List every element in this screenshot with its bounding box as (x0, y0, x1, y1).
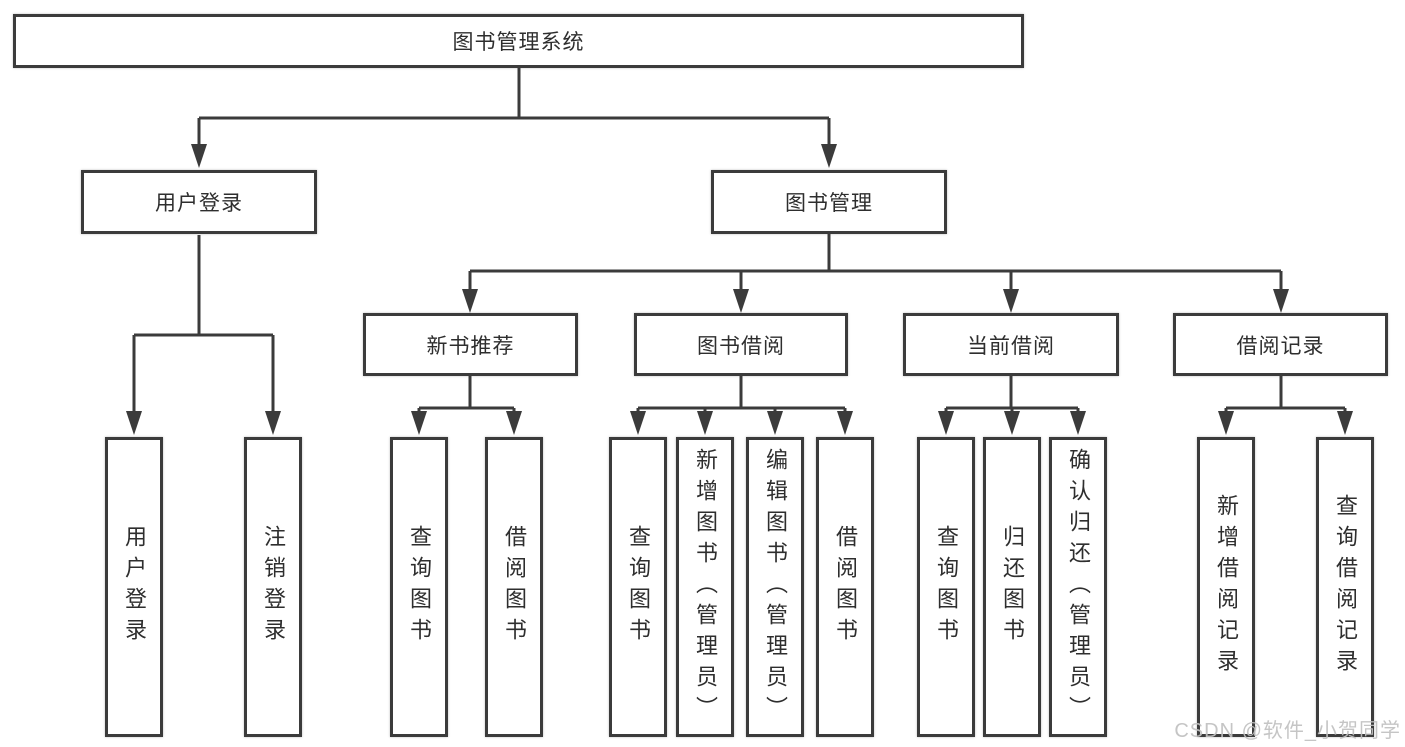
node-borrowing-records: 借阅记录 (1173, 313, 1388, 376)
leaf-edit-books-admin-label: 编辑图书（管理员） (763, 447, 788, 727)
leaf-return-books: 归还图书 (983, 437, 1041, 737)
leaf-logout-label: 注销登录 (261, 525, 286, 649)
node-book-management-label: 图书管理 (785, 192, 873, 215)
leaf-query-books-current-label: 查询图书 (934, 525, 959, 649)
node-new-book-recommendation-label: 新书推荐 (426, 334, 515, 358)
node-root-label: 图书管理系统 (452, 31, 585, 54)
leaf-borrow-books: 借阅图书 (816, 437, 874, 737)
node-current-borrowing-label: 当前借阅 (967, 334, 1055, 358)
node-new-book-recommendation: 新书推荐 (363, 313, 578, 376)
leaf-borrow-books-recommend: 借阅图书 (485, 437, 543, 737)
leaf-confirm-return-admin: 确认归还（管理员） (1049, 437, 1107, 737)
leaf-add-borrow-record: 新增借阅记录 (1197, 437, 1255, 737)
leaf-user-login: 用户登录 (105, 437, 163, 737)
leaf-borrow-books-recommend-label: 借阅图书 (502, 525, 527, 649)
leaf-query-borrow-record: 查询借阅记录 (1316, 437, 1374, 737)
node-book-borrowing-label: 图书借阅 (697, 334, 785, 358)
leaf-query-borrow-record-label: 查询借阅记录 (1333, 494, 1358, 680)
node-book-management: 图书管理 (711, 170, 947, 234)
csdn-watermark: CSDN @软件_小贺同学 (1174, 720, 1401, 742)
node-user-login: 用户登录 (81, 170, 317, 234)
node-root-system: 图书管理系统 (13, 14, 1024, 68)
leaf-edit-books-admin: 编辑图书（管理员） (746, 437, 804, 737)
leaf-query-books-borrowing: 查询图书 (609, 437, 667, 737)
leaf-user-login-label: 用户登录 (122, 525, 147, 649)
leaf-logout: 注销登录 (244, 437, 302, 737)
leaf-query-books-recommend: 查询图书 (390, 437, 448, 737)
leaf-return-books-label: 归还图书 (1000, 525, 1025, 649)
node-book-borrowing: 图书借阅 (634, 313, 848, 376)
leaf-add-borrow-record-label: 新增借阅记录 (1214, 494, 1239, 680)
leaf-query-books-recommend-label: 查询图书 (407, 525, 432, 649)
leaf-add-books-admin: 新增图书（管理员） (676, 437, 734, 737)
node-current-borrowing: 当前借阅 (903, 313, 1119, 376)
leaf-borrow-books-label: 借阅图书 (833, 525, 858, 649)
node-user-login-label: 用户登录 (155, 192, 243, 215)
leaf-confirm-return-admin-label: 确认归还（管理员） (1066, 447, 1091, 727)
leaf-query-books-borrowing-label: 查询图书 (626, 525, 651, 649)
leaf-add-books-admin-label: 新增图书（管理员） (693, 447, 718, 727)
node-borrowing-records-label: 借阅记录 (1236, 334, 1325, 358)
leaf-query-books-current: 查询图书 (917, 437, 975, 737)
